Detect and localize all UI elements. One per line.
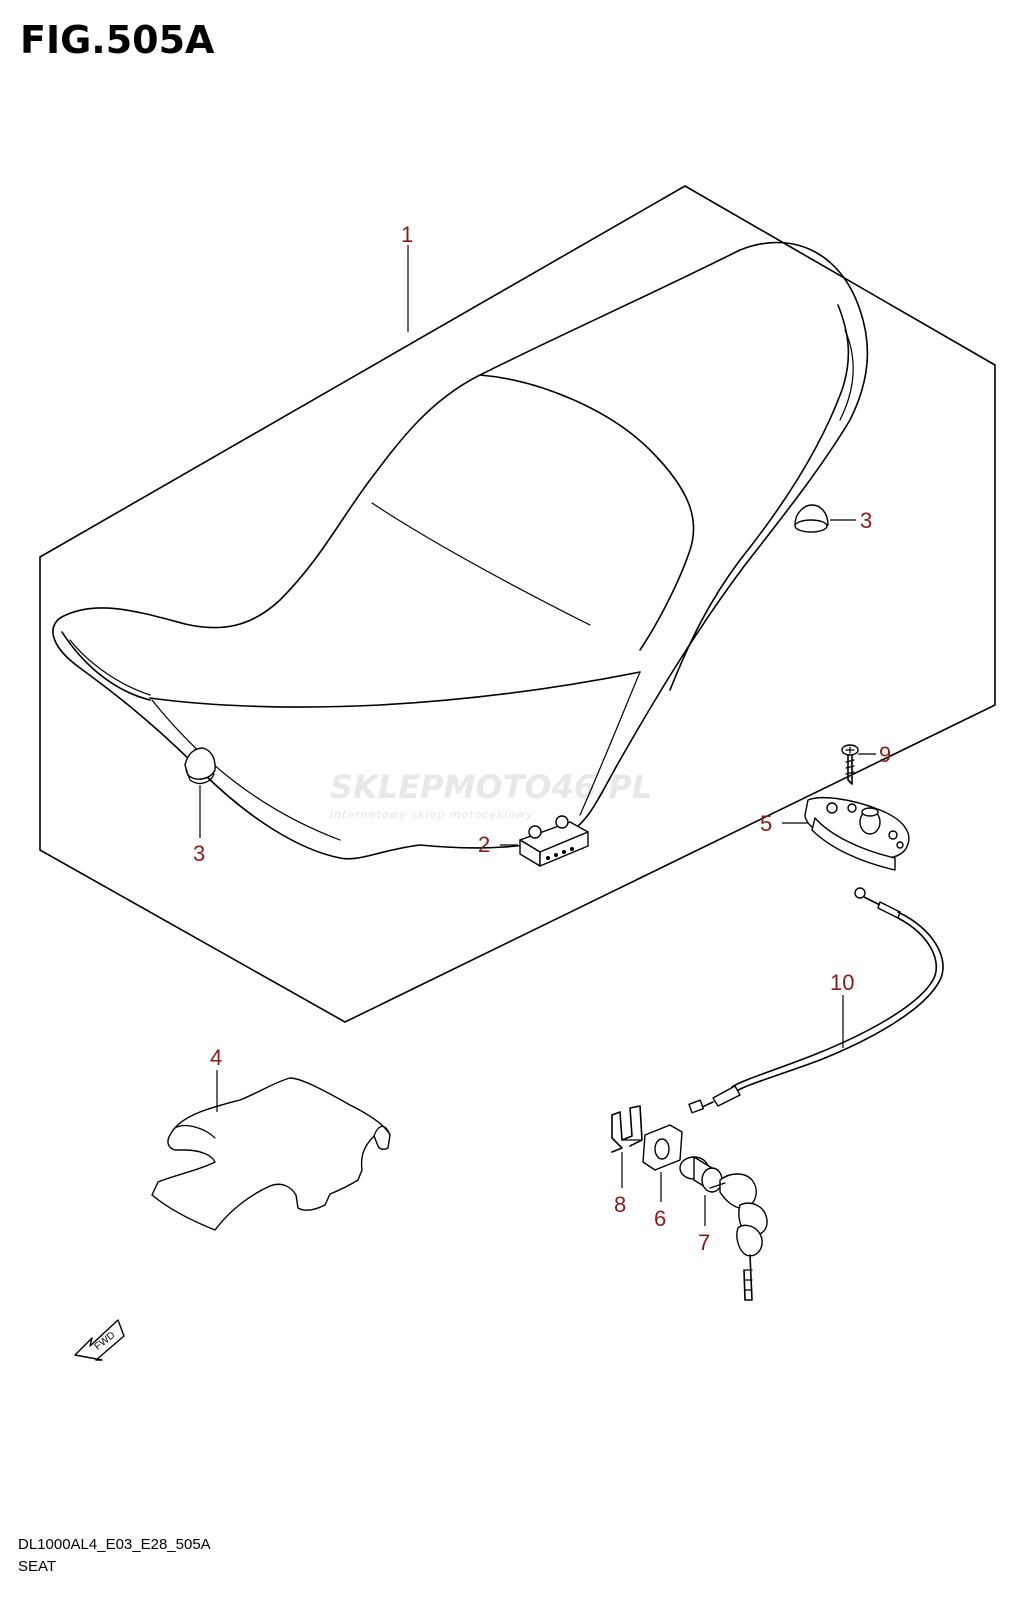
callout-10: 10 bbox=[830, 970, 854, 995]
callout-5: 5 bbox=[760, 811, 772, 836]
callout-6: 6 bbox=[654, 1206, 666, 1231]
seat-lock-cable bbox=[688, 887, 944, 1114]
callout-2: 2 bbox=[478, 832, 490, 857]
leader-lines bbox=[199, 245, 876, 1226]
callout-9: 9 bbox=[879, 742, 891, 767]
forward-direction-arrow: FWD bbox=[74, 1319, 125, 1361]
lock-spring-clip bbox=[611, 1105, 643, 1153]
rubber-cushion-left bbox=[184, 747, 216, 784]
seat-lock bbox=[804, 797, 910, 871]
callout-8: 8 bbox=[614, 1192, 626, 1217]
callout-1: 1 bbox=[401, 222, 413, 247]
watermark: SKLEPMOTO46.PL internetowy sklep motocyk… bbox=[330, 768, 652, 821]
watermark-brand: SKLEPMOTO46.PL bbox=[330, 768, 652, 806]
screw bbox=[841, 744, 859, 785]
figure-code: DL1000AL4_E03_E28_505A bbox=[18, 1536, 211, 1553]
callout-4: 4 bbox=[210, 1045, 222, 1070]
callout-3-right: 3 bbox=[860, 508, 872, 533]
lock-washer-plate bbox=[642, 1124, 683, 1171]
seat-cover-plate bbox=[151, 1077, 391, 1231]
seat-cushion-block bbox=[519, 815, 589, 867]
figure-title: FIG.505A bbox=[20, 18, 215, 62]
seat bbox=[52, 241, 869, 860]
watermark-tagline: internetowy sklep motocyklowy bbox=[330, 808, 534, 821]
callout-3-left: 3 bbox=[193, 841, 205, 866]
callout-7: 7 bbox=[698, 1230, 710, 1255]
seat-lock-cylinder-and-keys bbox=[679, 1156, 768, 1301]
rubber-cushion-right bbox=[794, 504, 829, 533]
callout-labels: 1 2 3 3 4 5 6 7 8 9 10 bbox=[193, 222, 891, 1255]
figure-name: SEAT bbox=[18, 1558, 57, 1575]
assembly-frame bbox=[39, 185, 996, 1023]
